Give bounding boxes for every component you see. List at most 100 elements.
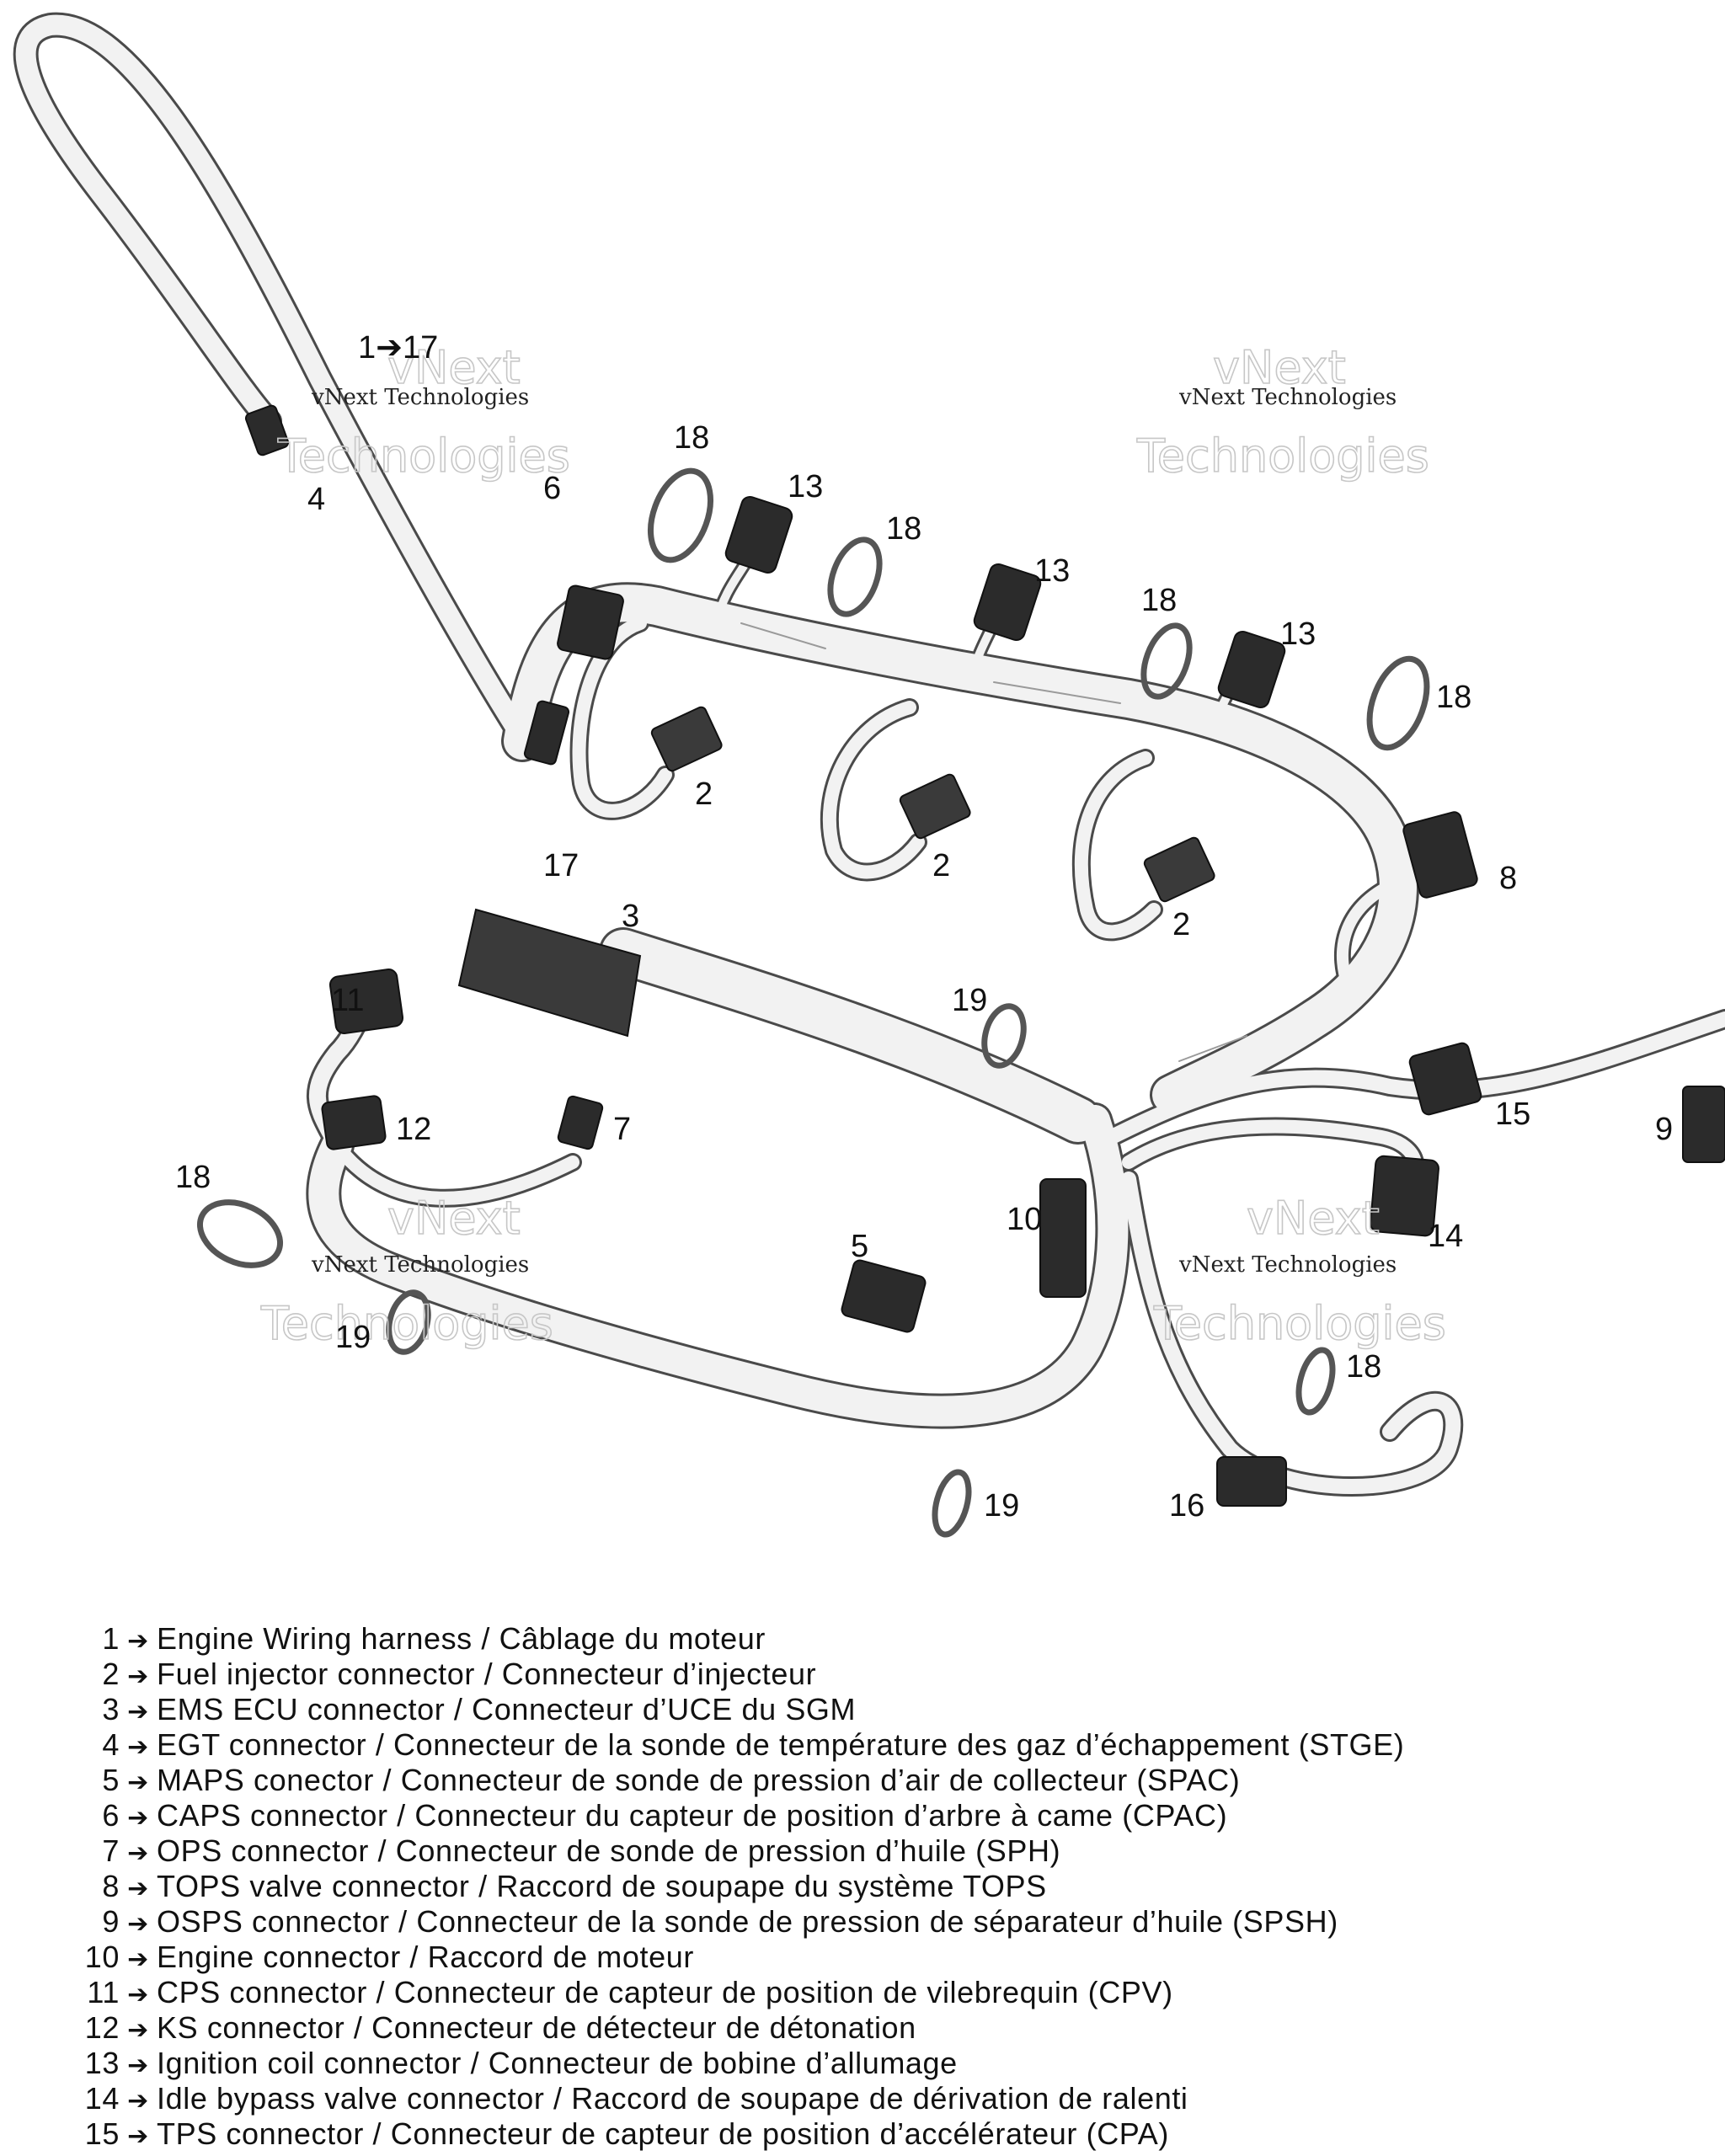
- callout-19-b: 19: [335, 1320, 371, 1355]
- legend-item: 1➔Engine Wiring harness / Câblage du mot…: [84, 1621, 1701, 1657]
- clamp-18e: [196, 1199, 284, 1268]
- legend-item-description: EMS ECU connector / Connecteur d’UCE du …: [157, 1692, 857, 1726]
- svg-text:vNext: vNext: [1247, 1192, 1380, 1245]
- connector-idle-bypass-14: [1370, 1155, 1439, 1237]
- legend-item-number: 7: [102, 1833, 120, 1868]
- callout-4: 4: [307, 482, 325, 517]
- arrow-icon: ➔: [127, 1803, 149, 1833]
- legend-item-description: OSPS connector / Connecteur de la sonde …: [157, 1904, 1338, 1939]
- legend-item-number: 1: [102, 1621, 120, 1656]
- callout-18-d: 18: [1436, 680, 1471, 715]
- callout-7: 7: [613, 1112, 631, 1147]
- callout-18-e: 18: [175, 1160, 211, 1195]
- connector-cps-11: [328, 969, 404, 1034]
- clamps: [196, 467, 1430, 1538]
- callout-11: 11: [331, 983, 364, 1018]
- clamp-18d: [1366, 655, 1430, 751]
- clamp-18c: [1140, 622, 1193, 700]
- callout-14: 14: [1428, 1219, 1463, 1254]
- svg-text:Technologies: Technologies: [1136, 430, 1429, 483]
- legend-item-description: CAPS connector / Connecteur du capteur d…: [157, 1798, 1228, 1833]
- callout-12: 12: [396, 1112, 431, 1147]
- callout-15: 15: [1495, 1097, 1530, 1132]
- legend-item: 3➔EMS ECU connector / Connecteur d’UCE d…: [84, 1692, 1701, 1727]
- callout-13-b: 13: [1034, 553, 1070, 589]
- watermark-mid-left: vNext Technologies vNext Technologies: [259, 1191, 553, 1351]
- svg-text:Technologies: Technologies: [1153, 1297, 1446, 1350]
- svg-text:Technologies: Technologies: [260, 1297, 553, 1350]
- callout-1-17: 1➔17: [358, 330, 438, 366]
- connector-17: [523, 700, 570, 766]
- callout-13-a: 13: [788, 469, 823, 504]
- parts-legend: 1➔Engine Wiring harness / Câblage du mot…: [84, 1621, 1701, 2152]
- legend-item-number: 5: [102, 1763, 120, 1797]
- callout-19-c: 19: [984, 1488, 1019, 1524]
- legend-item-number: 6: [102, 1798, 120, 1833]
- clamp-19a: [981, 1003, 1027, 1069]
- legend-item-number: 10: [84, 1940, 120, 1974]
- callout-18-f: 18: [1346, 1349, 1381, 1385]
- connector-ignition-coil-13c: [1217, 630, 1286, 709]
- clamp-19b: [386, 1289, 431, 1355]
- connector-fuel-injector-2a: [650, 706, 723, 772]
- watermark-top-left: vNext Technologies vNext Technologies: [276, 340, 570, 483]
- connector-engine-10: [1039, 1178, 1087, 1298]
- svg-text:vNext: vNext: [1213, 341, 1346, 394]
- arrow-icon: ➔: [127, 1662, 149, 1691]
- callout-19-a: 19: [952, 983, 987, 1018]
- connector-ems-ecu-3: [457, 908, 642, 1038]
- watermark-top-right: vNext Technologies vNext Technologies: [1135, 340, 1429, 483]
- legend-item: 10➔Engine connector / Raccord de moteur: [84, 1940, 1701, 1975]
- legend-item-description: CPS connector / Connecteur de capteur de…: [157, 1975, 1173, 2009]
- connector-16: [1216, 1456, 1287, 1507]
- connector-osps-9: [1682, 1086, 1725, 1163]
- callout-6: 6: [543, 471, 561, 506]
- connector-egt-4: [244, 404, 290, 456]
- arrow-icon: ➔: [127, 1909, 149, 1939]
- legend-item-number: 9: [102, 1904, 120, 1939]
- arrow-icon: ➔: [127, 2086, 149, 2116]
- legend-item-description: Engine connector / Raccord de moteur: [157, 1940, 694, 1974]
- legend-item-number: 11: [87, 1975, 120, 2009]
- connector-maps-5: [841, 1259, 927, 1333]
- legend-item-description: KS connector / Connecteur de détecteur d…: [157, 2010, 916, 2045]
- clamp-18f: [1295, 1347, 1336, 1416]
- legend-item: 9➔ OSPS connector / Connecteur de la sond…: [84, 1904, 1701, 1940]
- svg-text:vNext: vNext: [387, 1192, 521, 1245]
- callout-16: 16: [1169, 1488, 1204, 1524]
- arrow-icon: ➔: [127, 1838, 149, 1868]
- legend-item-number: 12: [84, 2010, 120, 2045]
- callout-8: 8: [1499, 861, 1517, 896]
- callouts: 1➔17 4 18 6 13 18 13 18 13 18 2 2 2 17 8…: [175, 330, 1673, 1524]
- callout-2-b: 2: [932, 848, 950, 883]
- callout-2-c: 2: [1172, 907, 1190, 942]
- callout-3: 3: [622, 899, 639, 934]
- connector-ignition-coil-13b: [973, 563, 1042, 642]
- legend-item-number: 2: [102, 1657, 120, 1691]
- svg-text:vNext Technologies: vNext Technologies: [1178, 1252, 1397, 1278]
- legend-item-description: MAPS conector / Connecteur de sonde de p…: [157, 1763, 1241, 1797]
- svg-text:vNext Technologies: vNext Technologies: [1178, 385, 1397, 410]
- legend-item-description: Fuel injector connector / Connecteur d’i…: [157, 1657, 817, 1691]
- callout-18-a: 18: [674, 420, 709, 456]
- watermark-mid-right: vNext Technologies vNext Technologies: [1152, 1191, 1446, 1351]
- connectors: [244, 404, 1725, 1507]
- connector-fuel-injector-2c: [1143, 836, 1215, 903]
- legend-item-number: 14: [84, 2081, 120, 2116]
- legend-item-description: Ignition coil connector / Connecteur de …: [157, 2046, 958, 2080]
- connector-fuel-injector-2b: [899, 773, 971, 840]
- watermarks: vNext Technologies vNext Technologies vN…: [259, 340, 1446, 1351]
- wiring-harness-diagram: vNext Technologies vNext Technologies vN…: [13, 12, 1725, 1538]
- legend-item: 15➔TPS connector / Connecteur de capteur…: [84, 2116, 1701, 2152]
- legend-item-number: 13: [84, 2046, 120, 2080]
- legend-item: 4➔EGT connector / Connecteur de la sonde…: [84, 1727, 1701, 1763]
- callout-9: 9: [1655, 1112, 1673, 1147]
- connector-ignition-coil-13a: [724, 495, 793, 574]
- legend-item-description: OPS connector / Connecteur de sonde de p…: [157, 1833, 1061, 1868]
- legend-item-number: 15: [84, 2116, 120, 2151]
- callout-18-c: 18: [1141, 583, 1177, 618]
- legend-item: 7➔ OPS connector / Connecteur de sonde de…: [84, 1833, 1701, 1869]
- arrow-icon: ➔: [127, 1980, 149, 2009]
- legend-item: 5➔MAPS conector / Connecteur de sonde de…: [84, 1763, 1701, 1798]
- legend-item: 2➔ Fuel injector connector / Connecteur d…: [84, 1657, 1701, 1692]
